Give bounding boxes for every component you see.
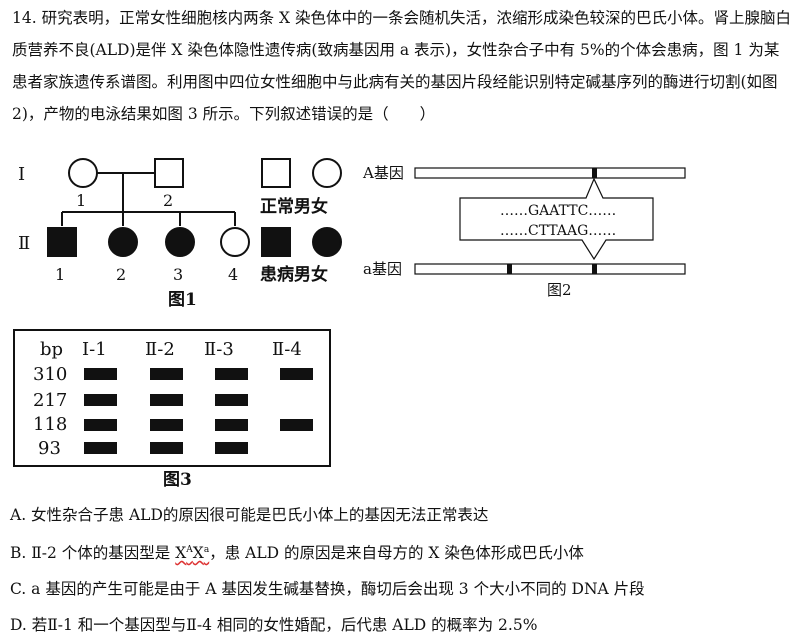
lane-header-i1: Ⅰ-1 [82, 339, 107, 360]
band-ii3-93 [215, 442, 248, 454]
gene-a-upper-label: A基因 [362, 164, 404, 182]
bp-header: bp [40, 339, 63, 360]
num-ii4: 4 [228, 265, 238, 284]
gene-a-lower-label: a基因 [363, 260, 402, 278]
num-ii1: 1 [55, 265, 65, 284]
option-b-genotype: XAXa [175, 544, 210, 562]
pedigree-ii2-female-affected [108, 227, 138, 257]
lane-header-ii3: Ⅱ-3 [204, 339, 234, 360]
band-ii4-310 [280, 368, 313, 380]
gene-a-lower-bar [414, 263, 686, 275]
question-stem: 14. 研究表明，正常女性细胞核内两条 X 染色体中的一条会随机失活，浓缩形成染… [12, 2, 792, 130]
sequence-top: ……GAATTC…… [500, 203, 616, 219]
option-c: C. a 基因的产生可能是由于 A 基因发生碱基替换，酶切后会出现 3 个大小不… [10, 580, 645, 598]
num-i1: 1 [76, 191, 86, 210]
num-i2: 2 [163, 191, 173, 210]
figure3-caption: 图3 [163, 470, 192, 490]
band-i1-93 [84, 442, 117, 454]
size-310: 310 [33, 364, 67, 385]
legend-female-affected [312, 227, 342, 257]
legend-normal-label: 正常男女 [260, 196, 328, 217]
question-text: 研究表明，正常女性细胞核内两条 X 染色体中的一条会随机失活，浓缩形成染色较深的… [12, 9, 791, 123]
gene-a-upper-bar [414, 167, 686, 179]
band-ii3-217 [215, 394, 248, 406]
band-ii2-217 [150, 394, 183, 406]
pedigree-ii4-female-normal [220, 227, 250, 257]
size-118: 118 [33, 414, 67, 435]
band-ii2-118 [150, 419, 183, 431]
pedigree-ii3-female-affected [165, 227, 195, 257]
band-i1-118 [84, 419, 117, 431]
lane-header-ii4: Ⅱ-4 [272, 339, 302, 360]
legend-male-normal [261, 158, 291, 188]
pedigree-ii1-male-affected [47, 227, 77, 257]
size-217: 217 [33, 390, 67, 411]
band-i1-217 [84, 394, 117, 406]
option-b-prefix: B. Ⅱ-2 个体的基因型是 [10, 544, 176, 562]
sequence-callout [459, 177, 654, 261]
band-ii3-118 [215, 419, 248, 431]
electrophoresis-figure: bp Ⅰ-1 Ⅱ-2 Ⅱ-3 Ⅱ-4 310 217 118 93 图3 [13, 329, 331, 490]
option-d: D. 若Ⅱ-1 和一个基因型与Ⅱ-4 相同的女性婚配，后代患 ALD 的概率为 … [10, 616, 538, 634]
lane-header-ii2: Ⅱ-2 [145, 339, 175, 360]
legend-affected-label: 患病男女 [260, 264, 328, 285]
gen-label-ii: Ⅱ [18, 233, 30, 254]
band-ii2-93 [150, 442, 183, 454]
figure1-caption: 图1 [168, 290, 197, 310]
legend-male-affected [261, 227, 291, 257]
sequence-bottom: ……CTTAAG…… [500, 223, 616, 239]
num-ii2: 2 [116, 265, 126, 284]
pedigree-i2-male-normal [154, 158, 184, 188]
pedigree-i1-female-normal [68, 158, 98, 188]
band-ii2-310 [150, 368, 183, 380]
question-number: 14. [12, 9, 37, 27]
option-b: B. Ⅱ-2 个体的基因型是 XAXa，患 ALD 的原因是来自母方的 X 染色… [10, 541, 584, 563]
size-93: 93 [38, 438, 61, 459]
band-i1-310 [84, 368, 117, 380]
figure2-caption: 图2 [547, 281, 572, 299]
band-ii3-310 [215, 368, 248, 380]
restriction-figure: A基因 ……GAATTC…… ……CTTAAG…… a基因 图2 [362, 164, 686, 299]
pedigree-figure: Ⅰ Ⅱ 1 2 1 2 3 4 正常男女 患病男女 图1 [18, 158, 342, 310]
legend-female-normal [312, 158, 342, 188]
option-a: A. 女性杂合子患 ALD的原因很可能是巴氏小体上的基因无法正常表达 [10, 506, 489, 524]
option-b-rest: ，患 ALD 的原因是来自母方的 X 染色体形成巴氏小体 [209, 544, 584, 562]
num-ii3: 3 [173, 265, 183, 284]
gen-label-i: Ⅰ [18, 164, 25, 185]
band-ii4-118 [280, 419, 313, 431]
